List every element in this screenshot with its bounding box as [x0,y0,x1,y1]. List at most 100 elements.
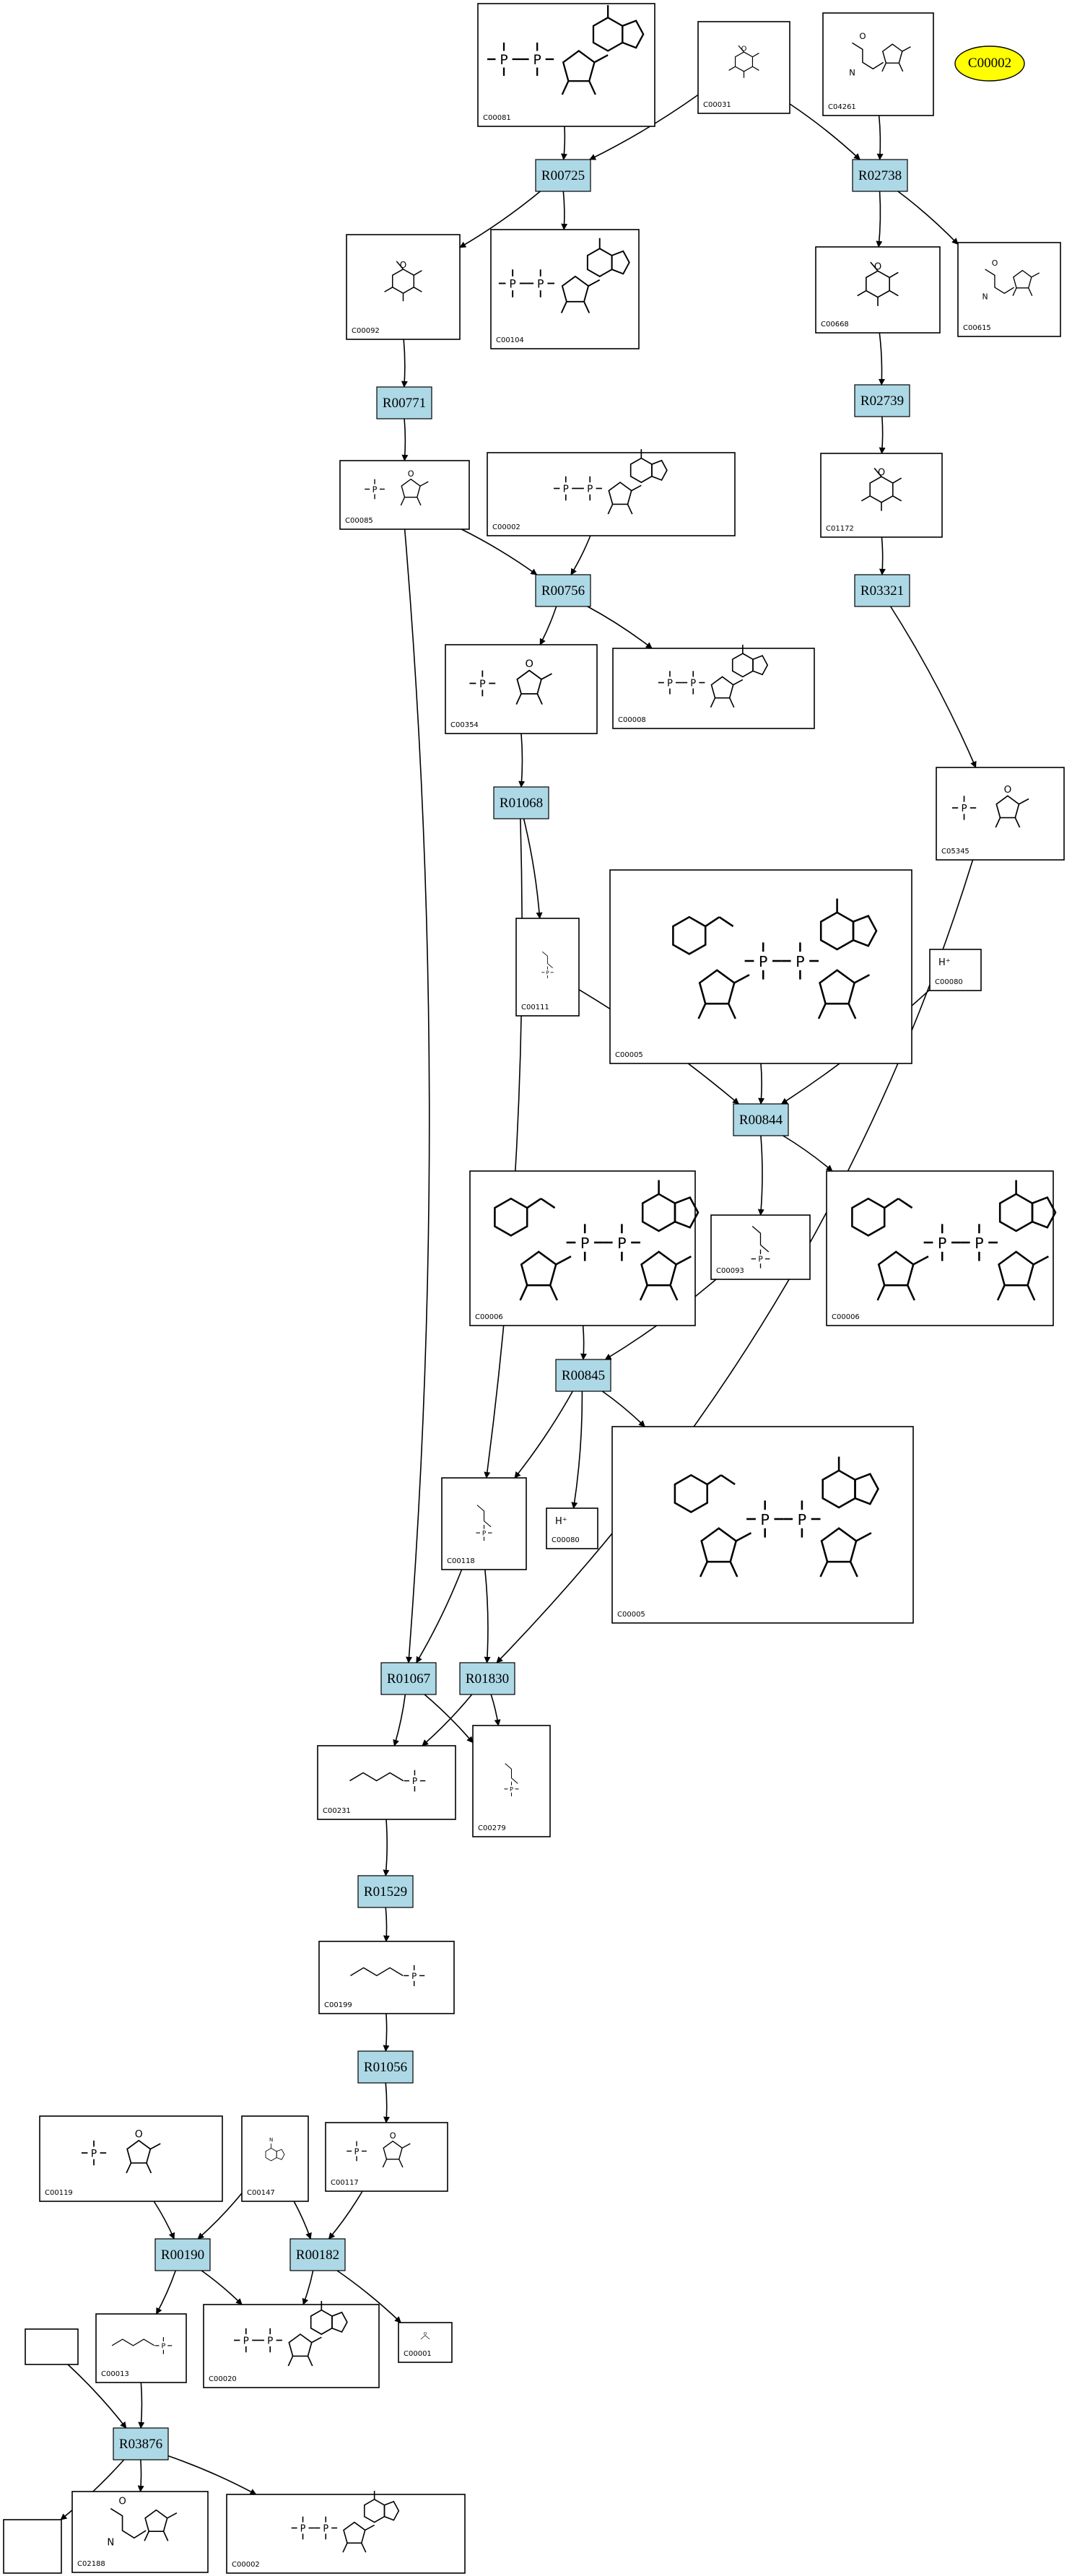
reaction-box[interactable] [555,1359,611,1392]
compound-box[interactable] [398,2322,453,2363]
compound-c00002[interactable]: C00002 [487,448,736,536]
compound-c00005[interactable]: C00005 [609,869,912,1064]
compound-box[interactable] [612,648,815,729]
compound-id-label: C00006 [475,1313,503,1321]
compound-box[interactable] [546,1507,598,1549]
compound-c00081[interactable]: C00081 [477,3,655,127]
compound-box[interactable] [226,2494,466,2574]
compound-c00111[interactable]: C00111 [515,918,580,1017]
reaction-box[interactable] [357,1875,414,1908]
compound-box[interactable] [3,2519,62,2574]
reaction-box[interactable] [459,1662,515,1695]
compound-c00002[interactable]: C00002 [226,2490,466,2574]
compound-box[interactable] [39,2115,223,2202]
compound-empty[interactable] [25,2328,79,2365]
compound-c00118[interactable]: C00118 [441,1477,527,1570]
reaction-box[interactable] [289,2238,346,2271]
compound-box[interactable] [339,460,470,530]
compound-box[interactable] [25,2328,79,2365]
compound-box[interactable] [697,21,790,114]
reaction-box[interactable] [357,2050,414,2084]
compound-id-label: C00081 [483,114,511,122]
compound-box[interactable] [820,453,943,538]
compound-c00013[interactable]: C00013 [95,2313,187,2383]
reaction-r01830[interactable]: R01830 [459,1662,515,1695]
reaction-r00771[interactable]: R00771 [376,386,432,419]
compound-box[interactable] [318,1941,455,2014]
reaction-box[interactable] [154,2238,211,2271]
reaction-r00845[interactable]: R00845 [555,1359,611,1392]
compound-box[interactable] [710,1214,811,1280]
compound-c00279[interactable]: C00279 [472,1725,551,1837]
reaction-r03321[interactable]: R03321 [854,574,910,607]
compound-box[interactable] [241,2115,309,2202]
compound-box[interactable] [929,949,982,991]
reaction-box[interactable] [376,386,432,419]
reaction-r01067[interactable]: R01067 [380,1662,437,1695]
reaction-box[interactable] [854,384,910,417]
reaction-label: R03321 [860,583,904,599]
compound-box[interactable] [472,1725,551,1837]
reaction-box[interactable] [493,786,549,819]
compound-box[interactable] [203,2304,380,2388]
compound-box[interactable] [936,767,1065,861]
compound-c00080[interactable]: H⁺C00080 [929,949,982,991]
compound-box[interactable] [445,644,598,734]
reaction-box[interactable] [854,574,910,607]
reaction-box[interactable] [852,159,908,192]
compound-c00020[interactable]: C00020 [203,2300,380,2388]
compound-c00005[interactable]: C00005 [611,1426,914,1624]
compound-box[interactable] [325,2122,448,2192]
reaction-r01056[interactable]: R01056 [357,2050,414,2084]
compound-box[interactable] [822,12,934,116]
compound-box[interactable] [441,1477,527,1570]
compound-box[interactable] [71,2491,209,2573]
reaction-box[interactable] [733,1103,789,1136]
compound-box[interactable] [487,452,736,536]
reaction-r01068[interactable]: R01068 [493,786,549,819]
compound-box[interactable] [957,242,1061,337]
reaction-r01529[interactable]: R01529 [357,1875,414,1908]
reaction-r00190[interactable]: R00190 [154,2238,211,2271]
compound-c00080[interactable]: H⁺C00080 [546,1507,598,1549]
compound-empty[interactable] [3,2519,62,2574]
reaction-r00725[interactable]: R00725 [535,159,591,192]
compound-box[interactable] [346,234,461,340]
compound-c00006[interactable]: C00006 [826,1170,1057,1326]
reaction-r00182[interactable]: R00182 [289,2238,346,2271]
reaction-r02739[interactable]: R02739 [854,384,910,417]
compound-box[interactable] [317,1745,456,1820]
reaction-r03876[interactable]: R03876 [113,2427,169,2460]
reaction-label: R00771 [383,396,426,411]
reaction-box[interactable] [535,159,591,192]
legend-oval[interactable] [954,45,1025,82]
reaction-box[interactable] [380,1662,437,1695]
compound-c00231[interactable]: C00231 [317,1745,456,1820]
compound-c00199[interactable]: C00199 [318,1941,455,2014]
reaction-box[interactable] [535,574,591,607]
reaction-r00844[interactable]: R00844 [733,1103,789,1136]
compound-box[interactable] [815,246,941,334]
compound-c00008[interactable]: C00008 [612,644,815,729]
compound-c00104[interactable]: C00104 [490,229,640,349]
compound-c00093[interactable]: C00093 [710,1214,811,1280]
compound-c00006[interactable]: C00006 [469,1170,700,1326]
reaction-box[interactable] [113,2427,169,2460]
compound-box[interactable] [95,2313,187,2383]
reaction-r00756[interactable]: R00756 [535,574,591,607]
reaction-r02738[interactable]: R02738 [852,159,908,192]
